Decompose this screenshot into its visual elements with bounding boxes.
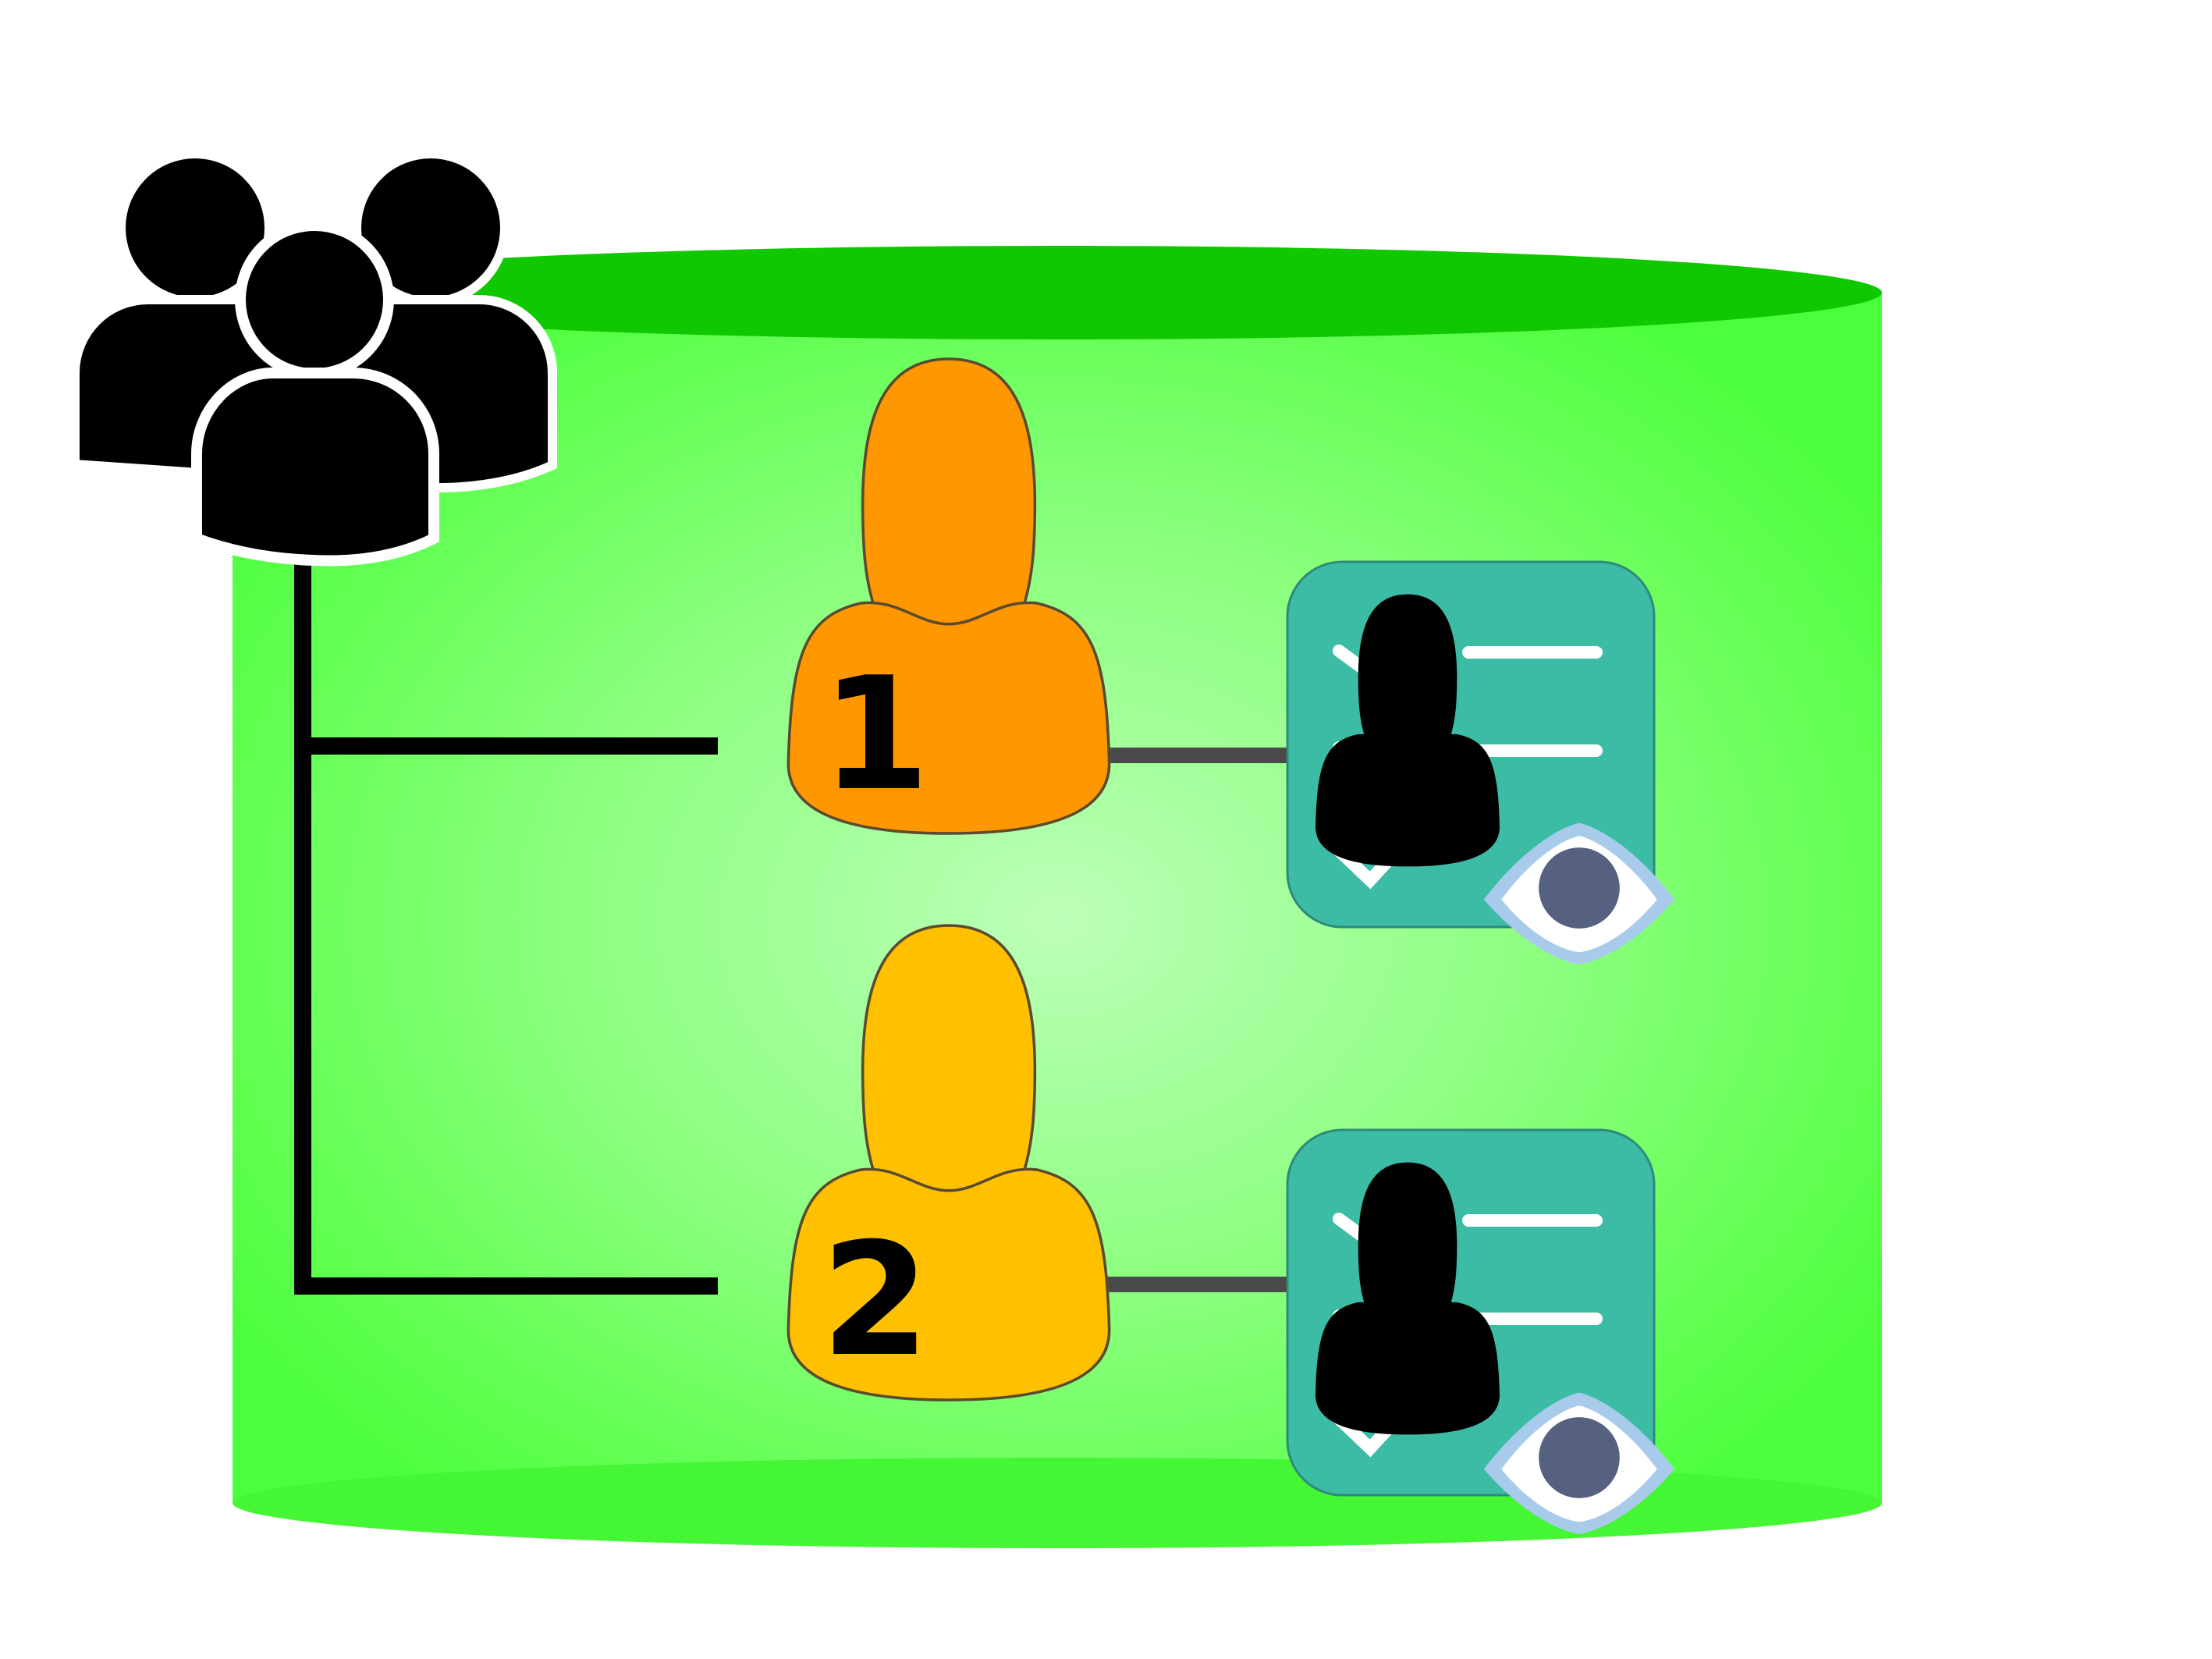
database-top — [233, 246, 1882, 339]
user-1: 1 — [786, 357, 1111, 835]
user-2-number: 2 — [821, 1210, 929, 1391]
profile-card-1 — [1286, 560, 1675, 964]
user-2: 2 — [786, 924, 1111, 1401]
user-group-icon — [70, 149, 557, 567]
connectors — [294, 546, 1295, 1295]
profile-card-2 — [1286, 1128, 1675, 1534]
user-1-number: 1 — [821, 644, 929, 826]
group-member-front — [191, 220, 439, 567]
